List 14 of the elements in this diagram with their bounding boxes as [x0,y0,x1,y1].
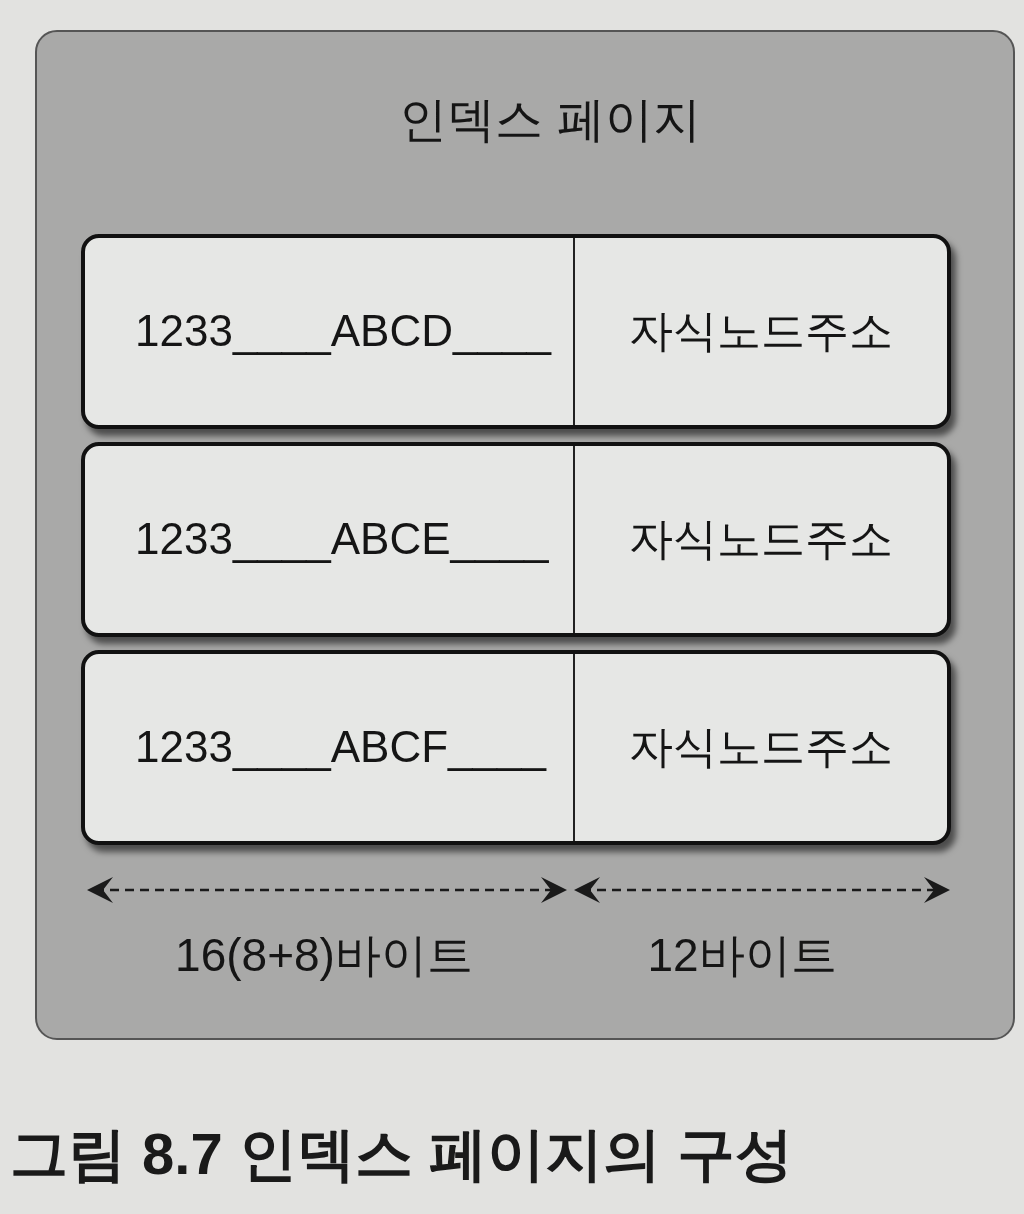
index-entry-row [81,650,951,845]
child-address-text: 자식노드주소 [629,515,893,564]
index-entry-row [81,234,951,429]
panel-heading: 인덱스 페이지 [399,93,701,146]
dimension-label: 16(8+8)바이트 [175,930,473,981]
index-key-text: 1233____ABCE____ [135,515,549,564]
dimension-label: 12바이트 [647,930,837,981]
child-address-text: 자식노드주소 [629,307,893,356]
figure-caption: 그림 8.7 인덱스 페이지의 구성 [10,1122,794,1186]
index-page-panel [35,30,1015,1040]
index-key-text: 1233____ABCD____ [135,307,551,356]
index-key-text: 1233____ABCF____ [135,723,546,772]
child-address-text: 자식노드주소 [629,723,893,772]
index-entry-row [81,442,951,637]
